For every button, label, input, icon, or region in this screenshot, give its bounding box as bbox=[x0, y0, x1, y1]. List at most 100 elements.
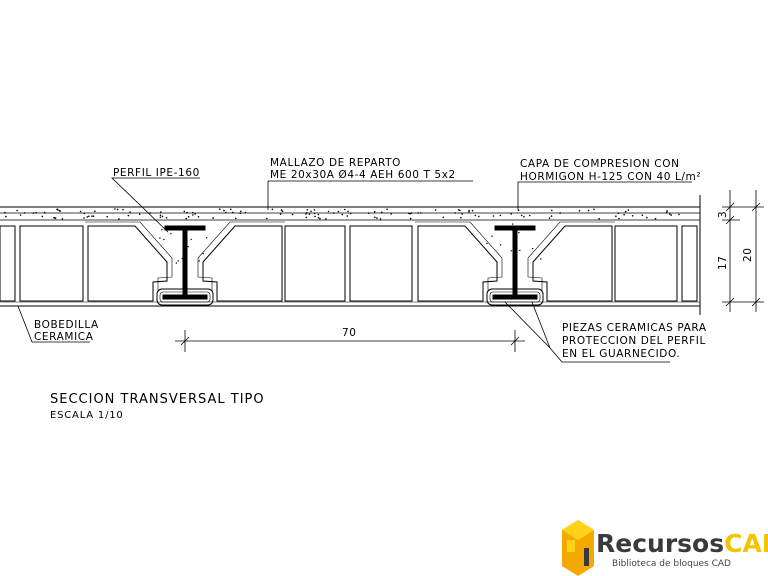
joist-outline bbox=[85, 221, 173, 292]
ipe-bottom-flange bbox=[492, 294, 538, 300]
concrete-aggregate bbox=[59, 210, 61, 212]
concrete-aggregate bbox=[325, 218, 327, 220]
concrete-aggregate bbox=[225, 211, 227, 214]
concrete-aggregate bbox=[410, 212, 413, 214]
concrete-aggregate bbox=[578, 210, 581, 212]
concrete-aggregate bbox=[491, 235, 493, 237]
ceramic-block bbox=[0, 225, 16, 302]
svg-text:Biblioteca de bloques CAD: Biblioteca de bloques CAD bbox=[612, 559, 731, 569]
concrete-aggregate bbox=[520, 214, 523, 217]
concrete-aggregate bbox=[305, 213, 307, 215]
concrete-aggregate bbox=[367, 212, 370, 214]
concrete-aggregate bbox=[346, 215, 349, 217]
concrete-aggregate bbox=[181, 226, 183, 229]
concrete-aggregate bbox=[280, 209, 283, 211]
ceramic-block bbox=[349, 225, 413, 302]
concrete-aggregate bbox=[598, 217, 600, 220]
concrete-aggregate bbox=[468, 209, 470, 212]
concrete-aggregate bbox=[219, 208, 221, 210]
label-capa-1: CAPA DE COMPRESION CON bbox=[520, 158, 680, 170]
concrete-aggregate bbox=[244, 211, 247, 214]
ceramic-block-haunched bbox=[417, 225, 498, 302]
concrete-aggregate bbox=[550, 215, 553, 217]
concrete-aggregate bbox=[177, 260, 179, 262]
ceramic-block bbox=[284, 225, 346, 302]
concrete-aggregate bbox=[266, 217, 268, 220]
concrete-aggregate bbox=[376, 217, 378, 219]
concrete-aggregate bbox=[420, 212, 422, 214]
dimension-spacing: 70 bbox=[342, 327, 357, 339]
concrete-aggregate bbox=[409, 212, 411, 215]
concrete-aggregate bbox=[94, 210, 96, 212]
concrete-aggregate bbox=[478, 215, 480, 218]
concrete-aggregate bbox=[118, 218, 120, 220]
concrete-aggregate bbox=[460, 216, 462, 219]
concrete-aggregate bbox=[122, 208, 124, 211]
concrete-aggregate bbox=[86, 216, 89, 218]
concrete-aggregate bbox=[310, 210, 312, 213]
concrete-aggregate bbox=[175, 262, 178, 264]
concrete-aggregate bbox=[192, 214, 194, 216]
concrete-aggregate bbox=[627, 209, 630, 211]
concrete-aggregate bbox=[510, 213, 512, 215]
concrete-aggregate bbox=[417, 212, 420, 214]
label-perfil: PERFIL IPE-160 bbox=[113, 167, 200, 179]
concrete-aggregate bbox=[618, 217, 620, 220]
concrete-aggregate bbox=[409, 217, 412, 220]
concrete-aggregate bbox=[160, 211, 162, 213]
concrete-aggregate bbox=[191, 211, 194, 214]
dimension-total: 20 bbox=[742, 247, 754, 262]
joist-outline bbox=[197, 221, 285, 292]
concrete-aggregate bbox=[159, 237, 161, 239]
concrete-aggregate bbox=[374, 216, 376, 219]
concrete-aggregate bbox=[617, 212, 620, 214]
concrete-aggregate bbox=[548, 217, 551, 219]
concrete-aggregate bbox=[114, 208, 116, 210]
concrete-aggregate bbox=[194, 213, 196, 215]
concrete-aggregate bbox=[92, 215, 95, 217]
concrete-aggregate bbox=[474, 214, 477, 217]
concrete-aggregate bbox=[16, 209, 18, 212]
concrete-aggregate bbox=[442, 216, 445, 219]
concrete-aggregate bbox=[641, 214, 644, 216]
concrete-aggregate bbox=[197, 216, 200, 218]
concrete-aggregate bbox=[512, 229, 514, 231]
ceramic-block-haunched bbox=[532, 225, 613, 302]
concrete-aggregate bbox=[314, 215, 316, 218]
ceramic-block bbox=[614, 225, 678, 302]
concrete-aggregate bbox=[379, 218, 382, 220]
concrete-aggregate bbox=[240, 210, 242, 213]
concrete-aggregate bbox=[161, 215, 164, 218]
concrete-aggregate bbox=[5, 215, 7, 218]
concrete-aggregate bbox=[291, 213, 294, 216]
concrete-aggregate bbox=[486, 242, 488, 245]
concrete-aggregate bbox=[313, 212, 316, 215]
concrete-aggregate bbox=[183, 210, 186, 213]
concrete-aggregate bbox=[510, 250, 512, 252]
concrete-aggregate bbox=[512, 223, 514, 225]
concrete-aggregate bbox=[319, 217, 321, 220]
concrete-aggregate bbox=[521, 227, 523, 229]
dimension-layer: 3 bbox=[717, 211, 729, 218]
concrete-aggregate bbox=[349, 212, 352, 215]
concrete-aggregate bbox=[513, 227, 516, 229]
recursoscad-logo: RecursosCAD Biblioteca de bloques CAD bbox=[562, 520, 768, 576]
concrete-aggregate bbox=[185, 244, 188, 246]
concrete-aggregate bbox=[83, 217, 85, 219]
concrete-aggregate bbox=[88, 215, 90, 218]
concrete-aggregate bbox=[43, 211, 46, 214]
concrete-aggregate bbox=[434, 209, 437, 211]
concrete-aggregate bbox=[390, 213, 393, 215]
leaders bbox=[17, 177, 692, 363]
concrete-aggregate bbox=[665, 211, 668, 213]
label-bobedilla-2: CERAMICA bbox=[34, 331, 94, 343]
concrete-aggregate bbox=[317, 213, 320, 216]
concrete-aggregate bbox=[654, 217, 657, 220]
concrete-aggregate bbox=[305, 216, 308, 219]
concrete-aggregate bbox=[212, 217, 214, 219]
label-capa-2: HORMIGON H-125 CON 40 L/m² bbox=[520, 171, 701, 183]
concrete-aggregate bbox=[170, 233, 172, 235]
ceramic-block bbox=[681, 225, 698, 302]
concrete-aggregate bbox=[646, 216, 648, 219]
